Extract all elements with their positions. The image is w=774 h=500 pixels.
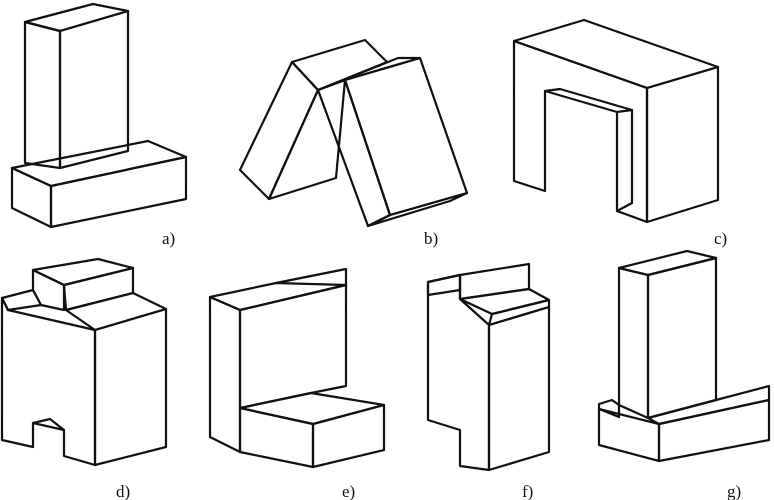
label-b: b) (424, 229, 438, 248)
label-d: d) (116, 482, 130, 500)
label-c: c) (714, 229, 727, 248)
label-g: g) (727, 482, 741, 500)
solid-g (597, 249, 771, 463)
label-e: e) (342, 482, 355, 500)
solid-d (0, 257, 168, 467)
solid-f (426, 262, 551, 472)
solid-a (10, 2, 188, 229)
label-f: f) (522, 482, 533, 500)
solid-e (208, 267, 386, 469)
solid-b (238, 38, 469, 228)
label-a: a) (162, 229, 175, 248)
solid-c (512, 18, 720, 224)
